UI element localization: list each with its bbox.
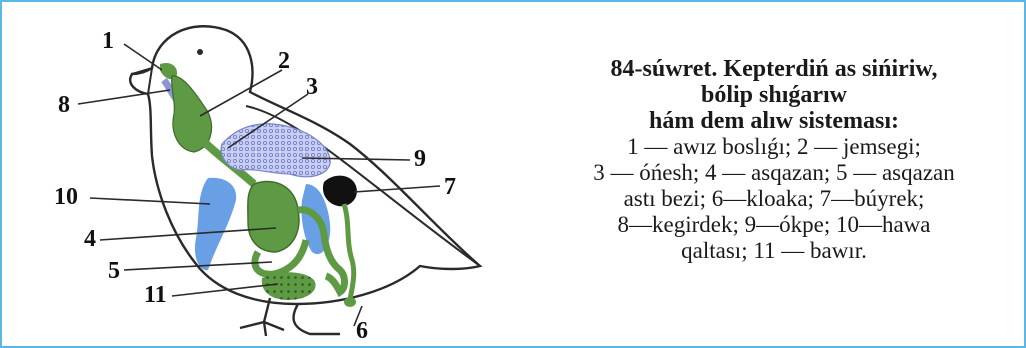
label-3: 3 — [306, 74, 318, 100]
caption-title-line-2: bólip shıǵarıw — [548, 82, 1000, 108]
cloaca — [344, 297, 356, 307]
caption-body-line-1: 1 — awız boslıǵı; 2 — jemsegi; — [548, 134, 1000, 160]
label-4: 4 — [84, 226, 96, 252]
stomach — [248, 182, 299, 252]
figure-caption: 84-súwret. Kepterdiń as sińiriw, bólip s… — [548, 56, 1000, 264]
label-5: 5 — [108, 258, 120, 284]
label-8: 8 — [58, 92, 70, 118]
label-10: 10 — [54, 184, 78, 210]
label-9: 9 — [414, 146, 426, 172]
caption-body-line-2: 3 — óńesh; 4 — asqazan; 5 — asqazan — [548, 160, 1000, 186]
label-6: 6 — [356, 318, 368, 344]
pigeon-anatomy-diagram: 1 2 3 4 5 6 7 8 9 10 11 — [40, 8, 490, 344]
caption-body-line-4: 8—kegirdek; 9—ókpe; 10—hawa — [548, 212, 1000, 238]
right-leg — [294, 304, 340, 334]
eye — [197, 49, 203, 55]
label-2: 2 — [278, 48, 290, 74]
caption-title-line-3: hám dem alıw sisteması: — [548, 108, 1000, 134]
caption-title-line-1: 84-súwret. Kepterdiń as sińiriw, — [548, 56, 1000, 82]
label-7: 7 — [444, 174, 456, 200]
label-1: 1 — [102, 28, 114, 54]
caption-body-line-3: astı bezi; 6—kloaka; 7—búyrek; — [548, 186, 1000, 212]
caption-body-line-5: qaltası; 11 — bawır. — [548, 238, 1000, 264]
label-11: 11 — [144, 282, 167, 308]
